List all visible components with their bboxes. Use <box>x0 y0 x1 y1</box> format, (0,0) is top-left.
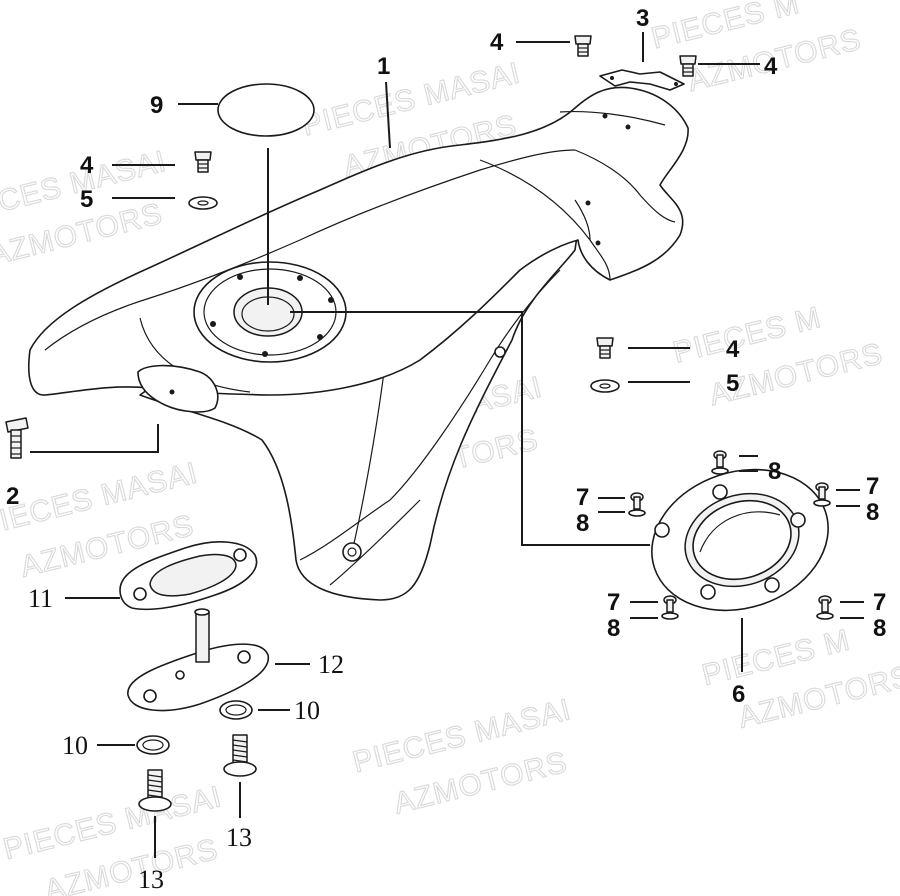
fuel-tank <box>28 86 689 601</box>
callout-7: 7 <box>866 473 879 500</box>
screw-part <box>711 450 729 475</box>
callout-13: 13 <box>226 823 252 852</box>
stud-part <box>138 769 172 812</box>
callout-13: 13 <box>138 865 164 894</box>
callout-7: 7 <box>607 589 620 616</box>
callout-4: 4 <box>490 29 504 56</box>
callout-5: 5 <box>80 186 93 213</box>
callout-2: 2 <box>6 483 19 510</box>
seal-ring-part <box>217 83 315 137</box>
bolt-part <box>5 417 29 459</box>
bolt-part <box>596 337 614 359</box>
screw-part <box>816 595 834 620</box>
callout-1: 1 <box>377 53 390 80</box>
callout-8: 8 <box>768 458 781 485</box>
callout-10: 10 <box>62 731 88 760</box>
washer-part <box>188 196 218 210</box>
washer-part <box>590 379 620 393</box>
filler-ring-part <box>651 468 829 612</box>
bolt-part <box>574 35 592 57</box>
leader-lines <box>30 32 864 858</box>
callout-7: 7 <box>576 484 589 511</box>
callout-8: 8 <box>576 510 589 537</box>
callout-labels: 1 2 3 4 4 4 4 5 5 6 8 7 8 7 8 7 8 7 8 9 … <box>6 5 886 894</box>
callout-4: 4 <box>726 336 740 363</box>
callout-10: 10 <box>294 696 320 725</box>
callout-9: 9 <box>150 92 163 119</box>
callout-11: 11 <box>28 584 53 613</box>
plate-part <box>127 608 269 712</box>
gasket-part <box>119 541 258 611</box>
callout-6: 6 <box>732 681 745 708</box>
callout-7: 7 <box>873 589 886 616</box>
o-ring-part <box>219 700 253 720</box>
screw-part <box>813 482 831 507</box>
callout-8: 8 <box>866 499 879 526</box>
callout-8: 8 <box>873 615 886 642</box>
callout-8: 8 <box>607 615 620 642</box>
stud-part <box>223 734 257 777</box>
callout-5: 5 <box>726 370 739 397</box>
bracket-part <box>599 69 685 91</box>
callout-12: 12 <box>318 650 344 679</box>
bolt-part <box>194 151 212 173</box>
o-ring-part <box>136 735 170 755</box>
callout-4: 4 <box>80 152 94 179</box>
callout-4: 4 <box>764 53 778 80</box>
screw-part <box>628 492 646 517</box>
bolt-part <box>679 55 697 77</box>
callout-3: 3 <box>636 5 649 32</box>
screw-part <box>661 595 679 620</box>
